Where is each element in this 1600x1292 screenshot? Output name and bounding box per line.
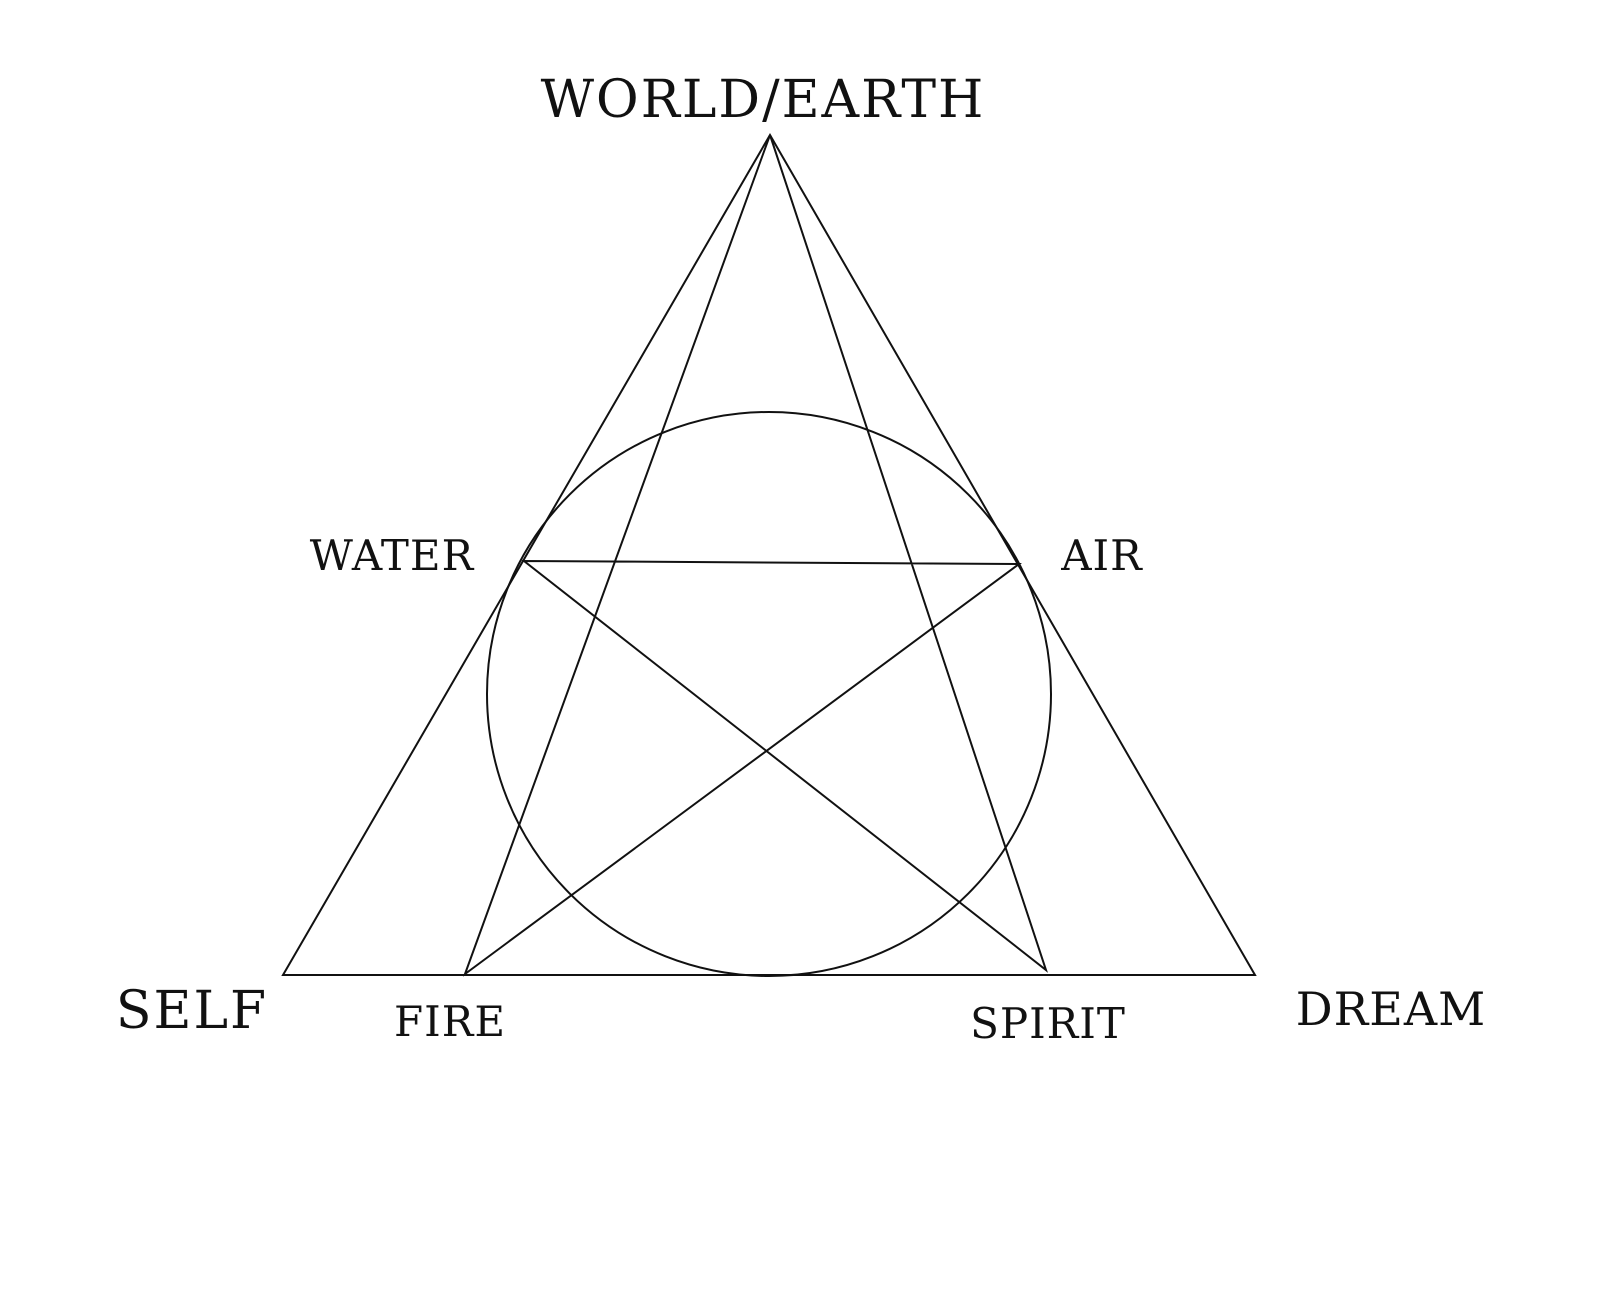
label-air: AIR <box>1060 531 1143 580</box>
pentagram <box>462 134 1048 977</box>
label-self: SELF <box>116 981 268 1041</box>
label-fire: FIRE <box>394 997 506 1046</box>
label-water: WATER <box>310 531 475 580</box>
label-world-earth: WORLD/EARTH <box>541 70 986 130</box>
inscribed-circle <box>486 411 1052 977</box>
label-dream: DREAM <box>1296 982 1486 1036</box>
label-spirit: SPIRIT <box>970 999 1126 1048</box>
